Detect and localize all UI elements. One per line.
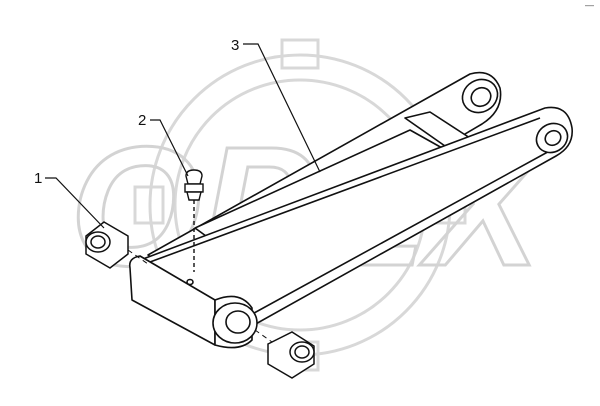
link-arm-icon — [128, 71, 573, 349]
callout-1-leader — [45, 177, 105, 229]
bushing-icon-lower — [267, 331, 315, 379]
callout-1-label: 1 — [34, 170, 42, 187]
callout-2-label: 2 — [138, 112, 146, 129]
callout-3-leader — [243, 43, 321, 173]
corner-mark: — — [585, 0, 594, 10]
callout-3-label: 3 — [231, 37, 239, 54]
callout-leaders — [45, 43, 321, 229]
grease-nipple-icon — [184, 169, 204, 272]
assembly-axis-lines — [127, 249, 273, 343]
bushing-icon — [85, 221, 129, 269]
callout-2-leader — [150, 119, 189, 177]
